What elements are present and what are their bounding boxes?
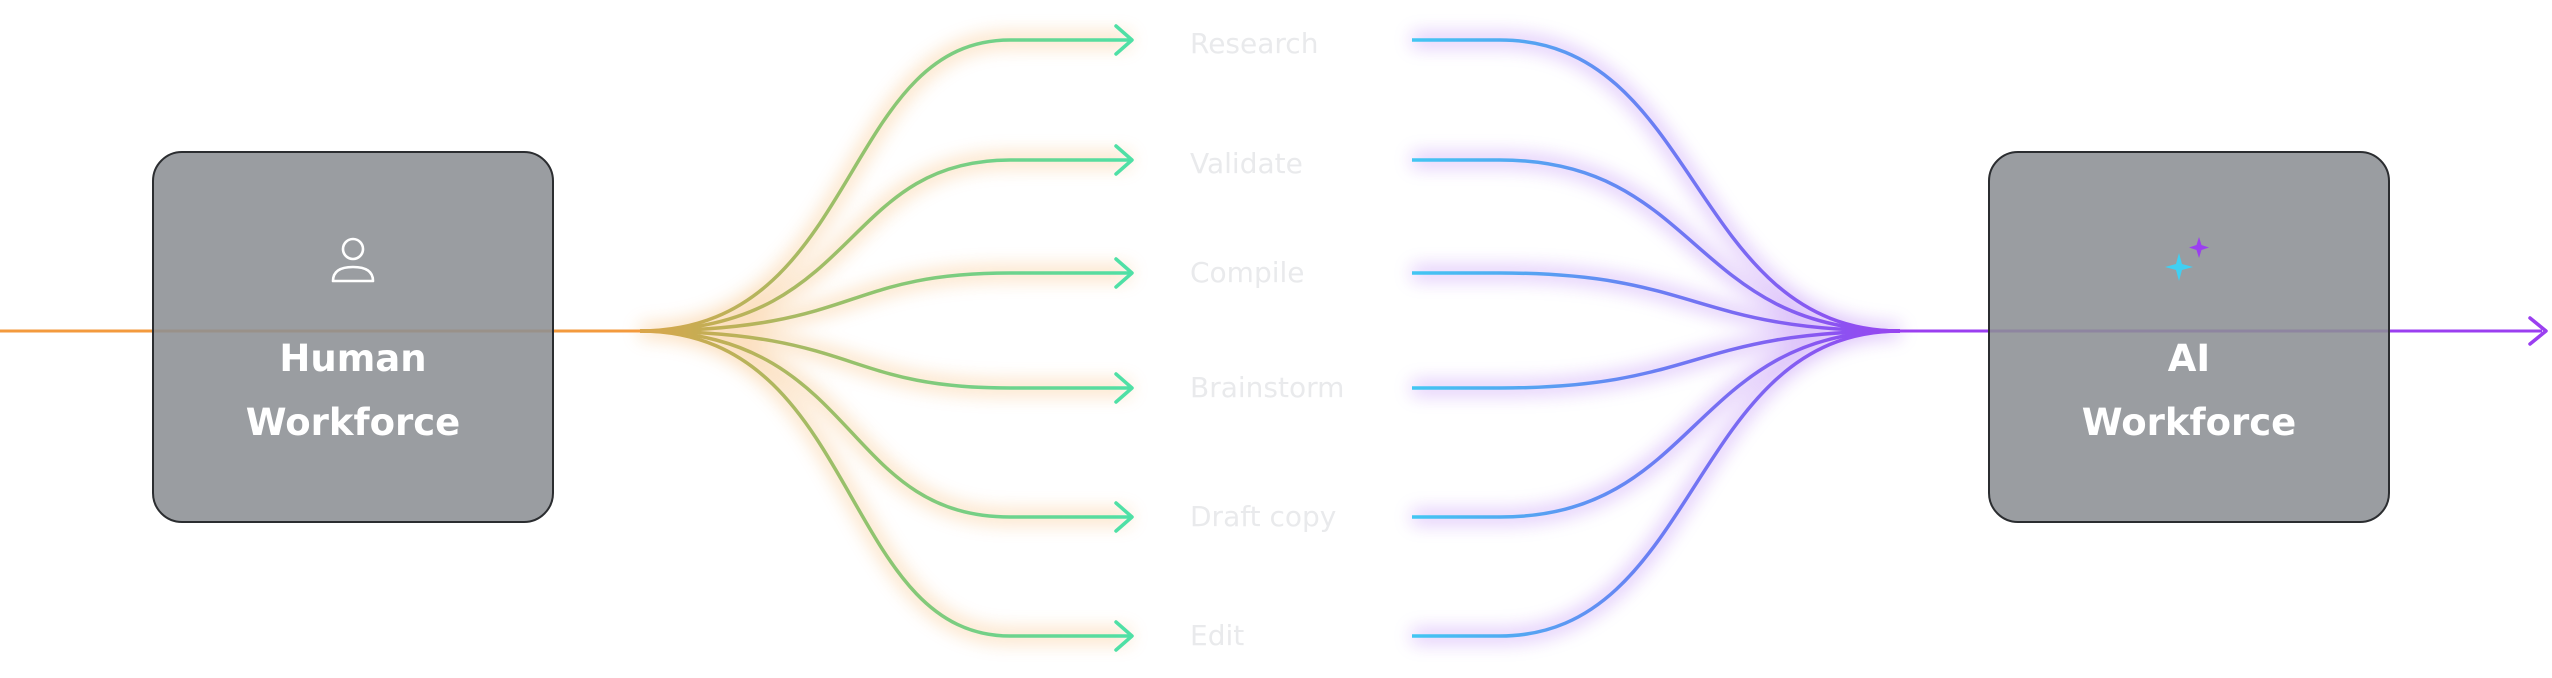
right-connector-2 xyxy=(1412,158,1901,333)
output-arrowhead xyxy=(2528,316,2548,346)
sparkle-icon xyxy=(2165,237,2209,281)
stage-label-5: Draft copy xyxy=(1190,500,1337,533)
ai-title-line2: Workforce xyxy=(2081,401,2297,444)
person-icon xyxy=(331,237,375,283)
left-arrowhead-5 xyxy=(1114,501,1134,533)
left-connector-1 xyxy=(639,38,1130,333)
human-title-line2: Workforce xyxy=(245,401,461,444)
ai-workforce-node: AI Workforce xyxy=(1988,151,2390,523)
stage-label-1: Research xyxy=(1190,27,1319,60)
human-node-title: Human Workforce xyxy=(154,327,552,455)
left-arrowhead-3 xyxy=(1114,257,1134,289)
stage-label-6: Edit xyxy=(1190,619,1245,652)
right-fan-connectors xyxy=(1412,38,1901,638)
left-arrowhead-1 xyxy=(1114,24,1134,56)
ai-title-line1: AI xyxy=(2167,337,2211,380)
left-connector-4 xyxy=(639,329,1130,390)
right-connector-1 xyxy=(1412,38,1901,333)
right-connector-6 xyxy=(1412,329,1901,638)
stage-label-4: Brainstorm xyxy=(1190,371,1345,404)
left-connector-2 xyxy=(639,158,1130,333)
left-connector-5 xyxy=(639,329,1130,519)
left-arrowheads xyxy=(1114,24,1134,652)
left-glow-5 xyxy=(639,324,1130,524)
right-connector-4 xyxy=(1412,329,1901,390)
right-connector-5 xyxy=(1412,329,1901,519)
human-workforce-node: Human Workforce xyxy=(152,151,554,523)
stage-label-3: Compile xyxy=(1190,256,1305,289)
left-arrowhead-6 xyxy=(1114,620,1134,652)
left-arrowhead-2 xyxy=(1114,144,1134,176)
left-glow-2 xyxy=(639,153,1130,338)
stage-label-2: Validate xyxy=(1190,147,1303,180)
left-arrowhead-4 xyxy=(1114,372,1134,404)
ai-node-title: AI Workforce xyxy=(1990,327,2388,455)
right-glow-2 xyxy=(1412,153,1901,338)
right-connector-3 xyxy=(1412,271,1901,333)
left-fan-connectors xyxy=(639,38,1130,638)
right-glow-5 xyxy=(1412,324,1901,524)
human-title-line1: Human xyxy=(279,337,427,380)
left-connector-6 xyxy=(639,329,1130,638)
left-connector-3 xyxy=(639,271,1130,333)
